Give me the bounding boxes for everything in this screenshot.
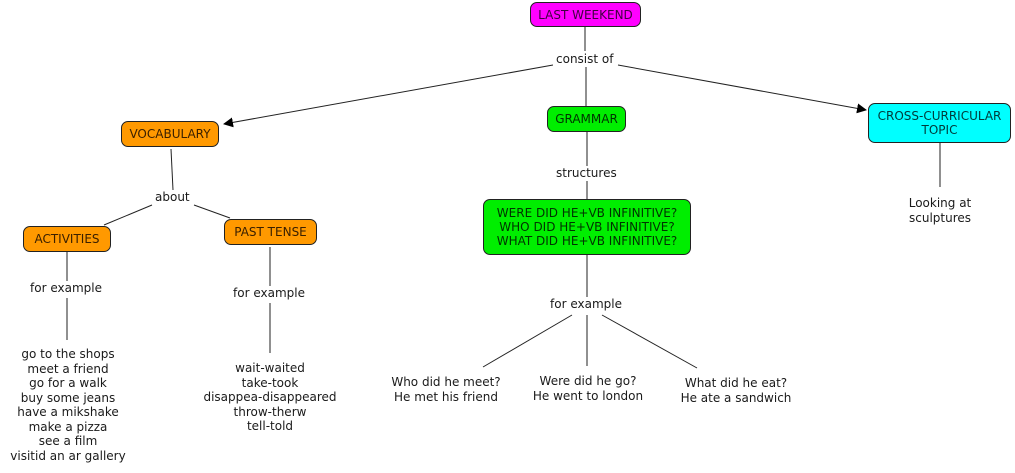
example-question: What did he eat? bbox=[684, 376, 788, 390]
link-consist-vocabulary bbox=[223, 64, 554, 128]
activity-example: buy some jeans bbox=[20, 390, 116, 405]
node-last-weekend-label: LAST WEEKEND bbox=[538, 7, 633, 22]
example-question: Were did he go? bbox=[539, 374, 637, 388]
grammar-example-were: Were did he go? He went to london bbox=[528, 374, 648, 403]
cross-curricular-example: Looking at sculptures bbox=[890, 196, 990, 225]
node-past-tense-label: PAST TENSE bbox=[234, 225, 307, 239]
activity-example: see a film bbox=[38, 434, 98, 448]
node-activities[interactable]: ACTIVITIES bbox=[23, 226, 111, 252]
grammar-example-what: What did he eat? He ate a sandwich bbox=[676, 376, 796, 405]
link-vocab-about bbox=[170, 148, 174, 191]
example-answer: He met his friend bbox=[394, 389, 498, 404]
link-label-past-tense-for-example: for example bbox=[230, 286, 308, 300]
link-label-grammar-for-example: for example bbox=[547, 297, 625, 311]
activity-example: go to the shops bbox=[21, 347, 115, 361]
link-label-structures: structures bbox=[553, 166, 620, 180]
link-about-activities bbox=[103, 204, 153, 226]
example-answer: He went to london bbox=[532, 388, 644, 403]
past-tense-example: take-took bbox=[241, 375, 299, 390]
past-tense-example: throw-therw bbox=[233, 404, 307, 419]
structure-line: WERE DID HE+VB INFINITIVE? bbox=[496, 206, 678, 220]
past-tense-example: tell-told bbox=[246, 419, 294, 433]
node-grammar-structures[interactable]: WERE DID HE+VB INFINITIVE? WHO DID HE+VB… bbox=[483, 199, 691, 255]
activities-examples: go to the shops meet a friend go for a w… bbox=[8, 347, 128, 463]
activity-example: make a pizza bbox=[28, 419, 108, 434]
node-grammar[interactable]: GRAMMAR bbox=[547, 106, 626, 132]
past-tense-examples: wait-waited take-took disappea-disappear… bbox=[200, 361, 340, 434]
past-tense-example: disappea-disappeared bbox=[203, 390, 337, 404]
node-last-weekend[interactable]: LAST WEEKEND bbox=[530, 2, 641, 27]
link-consist-cross bbox=[617, 64, 867, 114]
link-about-pasttense bbox=[193, 204, 231, 219]
link-example-who bbox=[482, 314, 573, 368]
example-question: Who did he meet? bbox=[391, 375, 501, 389]
node-grammar-label: GRAMMAR bbox=[555, 112, 618, 126]
node-activities-label: ACTIVITIES bbox=[34, 232, 100, 246]
node-vocabulary-label: VOCABULARY bbox=[129, 127, 211, 141]
link-label-consist-of: consist of bbox=[553, 52, 617, 66]
node-past-tense[interactable]: PAST TENSE bbox=[224, 219, 317, 245]
link-label-activities-for-example: for example bbox=[27, 281, 105, 295]
cross-example-line: sculptures bbox=[908, 210, 972, 225]
link-example-what bbox=[601, 314, 698, 369]
link-label-about: about bbox=[152, 190, 193, 204]
example-answer: He ate a sandwich bbox=[680, 390, 792, 405]
past-tense-example: wait-waited bbox=[235, 361, 305, 375]
activity-example: meet a friend bbox=[27, 361, 109, 376]
activity-example: visitid an ar gallery bbox=[10, 448, 126, 463]
cross-example-line: Looking at bbox=[908, 196, 972, 210]
node-cross-curricular-label-line: TOPIC bbox=[921, 123, 958, 137]
node-cross-curricular-topic[interactable]: CROSS-CURRICULAR TOPIC bbox=[868, 103, 1011, 143]
node-cross-curricular-label-line: CROSS-CURRICULAR bbox=[877, 109, 1002, 123]
node-vocabulary[interactable]: VOCABULARY bbox=[121, 121, 219, 147]
activity-example: go for a walk bbox=[29, 376, 107, 390]
structure-line: WHO DID HE+VB INFINITIVE? bbox=[499, 220, 675, 234]
activity-example: have a mikshake bbox=[17, 405, 119, 419]
grammar-example-who: Who did he meet? He met his friend bbox=[386, 375, 506, 404]
structure-line: WHAT DID HE+VB INFINITIVE? bbox=[496, 234, 678, 248]
